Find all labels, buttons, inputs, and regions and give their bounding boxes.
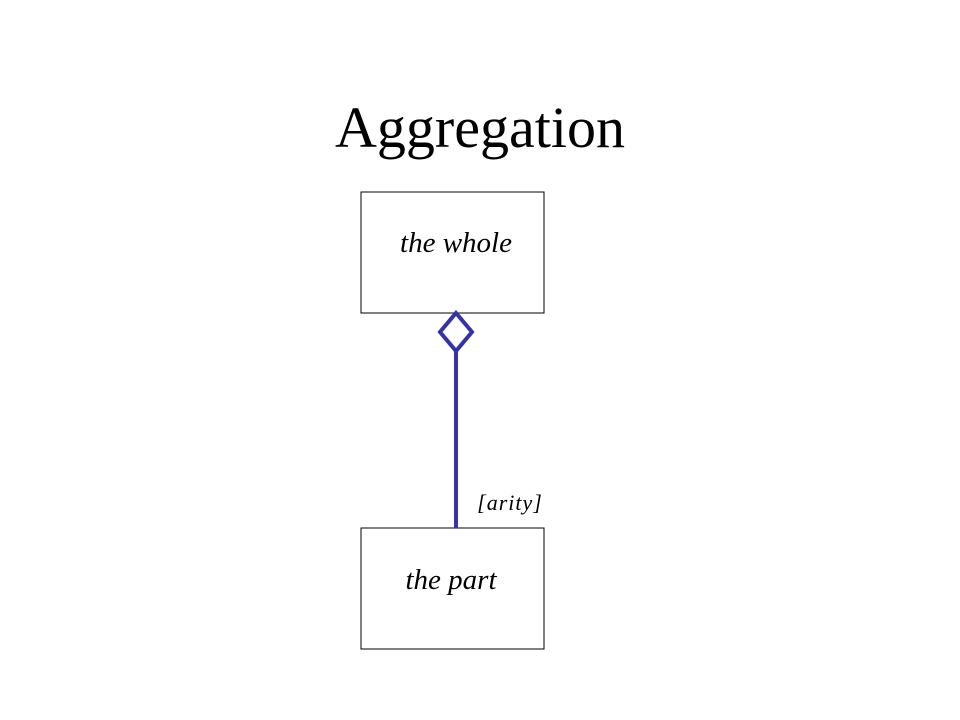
part-box-border [360,527,545,650]
part-label: the part [405,564,497,596]
aggregation-connector [437,309,475,528]
whole-label: the whole [400,227,512,259]
aggregation-diamond-icon [437,309,475,355]
whole-box-border [360,191,545,314]
whole-class-box: the whole [360,191,545,314]
slide-title: Aggregation [335,95,625,160]
part-class-box: the part [360,527,545,650]
arity-label: [arity] [477,490,543,515]
